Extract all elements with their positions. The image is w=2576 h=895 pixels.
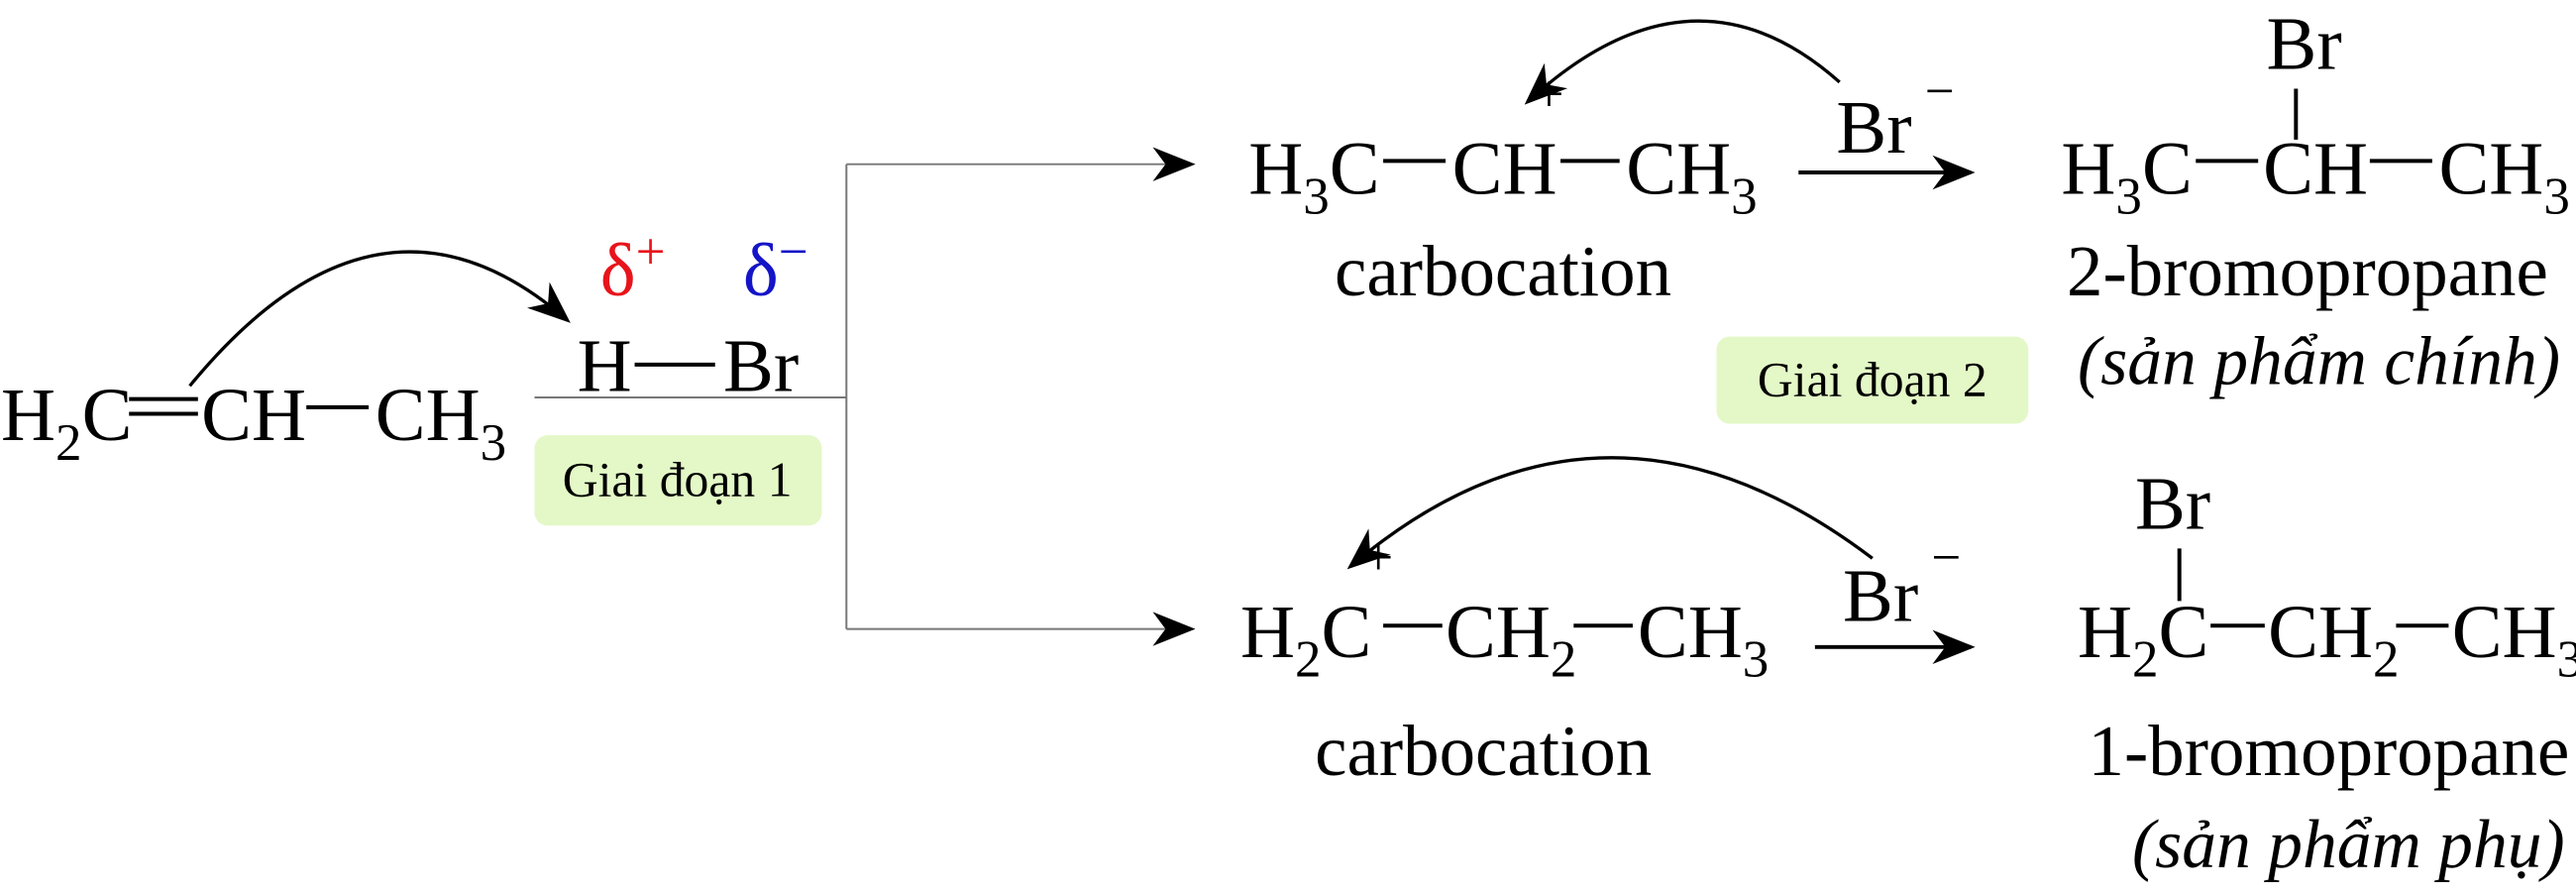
- product-note: (sản phẩm phụ): [2132, 807, 2565, 883]
- bottom-carbocation: H2C + CH2 CH3 carbocation: [1240, 456, 1874, 791]
- curved-arrow: [1346, 456, 1874, 570]
- svg-text:Br: Br: [1836, 86, 1911, 169]
- product-name: 1-bromopropane: [2089, 711, 2570, 791]
- reactant-propene: H2C CH CH3: [1, 250, 571, 472]
- atom-group: CH2: [2268, 591, 2399, 689]
- atom-group: CH: [2263, 128, 2368, 211]
- product-name: 2-bromopropane: [2067, 231, 2548, 311]
- hbr-reagent: δ+ δ− H Br: [578, 224, 808, 408]
- atom-group: CH3: [1638, 591, 1769, 689]
- top-bromide: Br −: [1798, 62, 1976, 190]
- atom-group: CH3: [376, 374, 506, 472]
- top-carbocation: H3C CH + CH3 carbocation: [1248, 19, 1841, 311]
- svg-text:−: −: [1931, 529, 1961, 587]
- atom-br: Br: [723, 324, 799, 407]
- atom-group: H3C: [1248, 128, 1379, 226]
- atom-group: CH2: [1446, 591, 1576, 689]
- atom-group: CH3: [2452, 591, 2576, 689]
- curved-arrow: [1524, 19, 1841, 105]
- carbocation-label: carbocation: [1335, 231, 1671, 311]
- atom-group: CH3: [2438, 128, 2569, 226]
- carbocation-label: carbocation: [1315, 711, 1652, 791]
- stage-1-badge: Giai đoạn 1: [534, 435, 822, 526]
- delta-plus: δ+: [600, 224, 666, 313]
- atom-group: CH3: [1626, 128, 1757, 226]
- atom-h: H: [578, 324, 632, 407]
- atom-group: H2C: [1, 374, 132, 472]
- atom-group: CH: [201, 374, 306, 457]
- atom-group: H2C: [2078, 591, 2208, 689]
- atom-br: Br: [2135, 463, 2210, 546]
- atom-group: CH: [1452, 128, 1557, 211]
- svg-text:Br: Br: [1843, 554, 1918, 637]
- product-1-bromopropane: Br H2C CH2 CH3 1-bromopropane (sản phẩm …: [2078, 463, 2576, 883]
- bottom-bromide: Br −: [1814, 529, 1976, 665]
- svg-text:Giai đoạn 2: Giai đoạn 2: [1758, 352, 1987, 406]
- delta-minus: δ−: [743, 224, 808, 313]
- svg-text:Giai đoạn 1: Giai đoạn 1: [563, 452, 793, 506]
- curved-arrow: [188, 250, 571, 388]
- product-2-bromopropane: Br H3C CH CH3 2-bromopropane (sản phẩm c…: [2061, 3, 2569, 400]
- atom-group: H2C: [1240, 591, 1371, 689]
- product-note: (sản phẩm chính): [2078, 324, 2560, 400]
- stage-2-badge: Giai đoạn 2: [1716, 336, 2029, 424]
- svg-text:−: −: [1925, 62, 1955, 120]
- atom-group: H3C: [2061, 128, 2192, 226]
- atom-br: Br: [2267, 3, 2342, 86]
